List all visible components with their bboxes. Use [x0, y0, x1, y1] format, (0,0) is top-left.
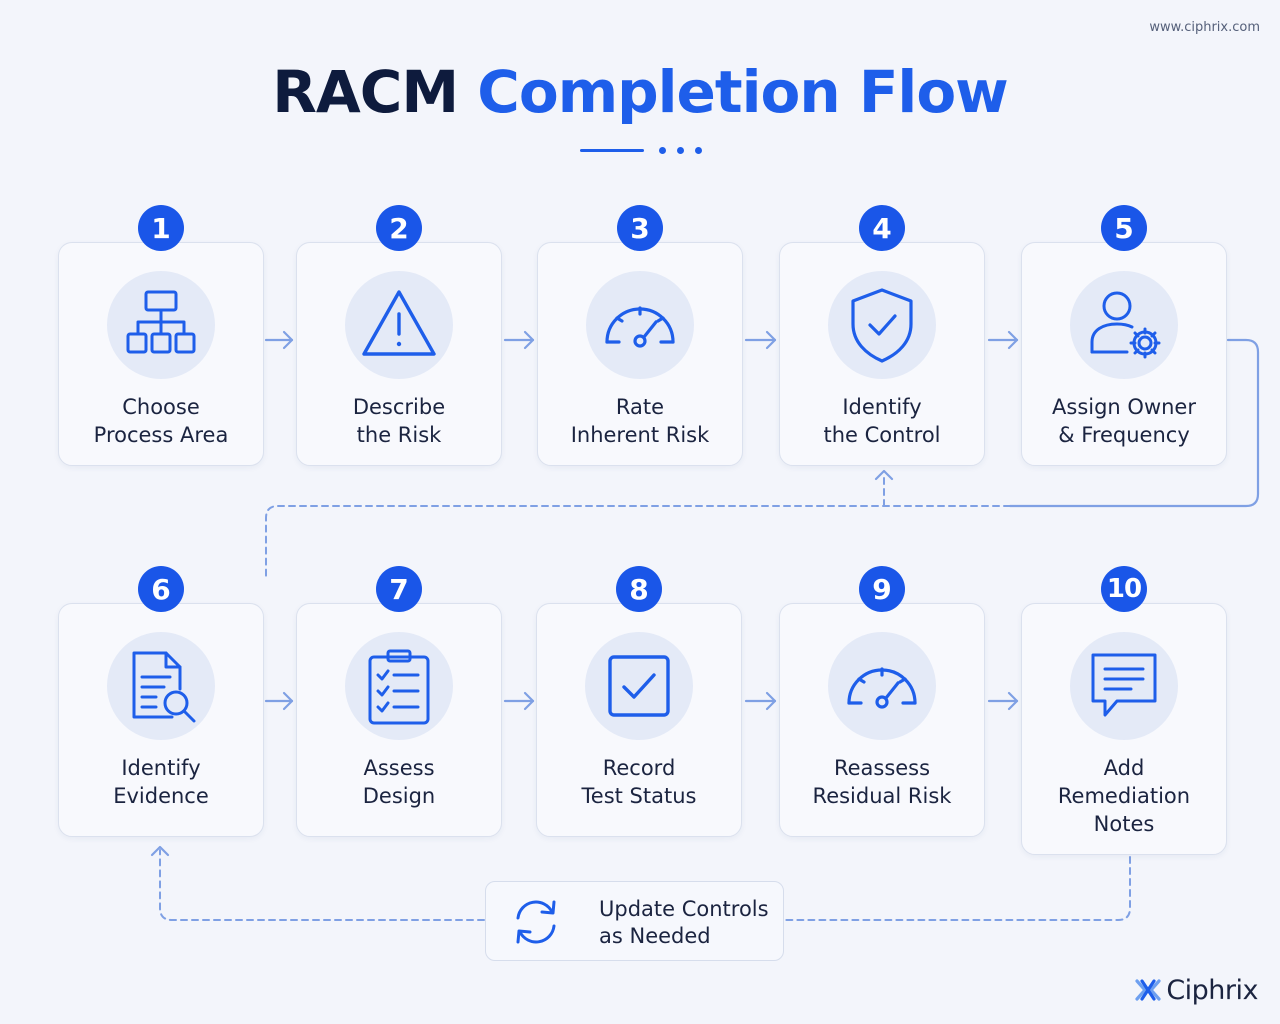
arrow-6-7 — [264, 691, 294, 711]
step-number-badge: 5 — [1101, 205, 1147, 251]
brand-name: Ciphrix — [1166, 974, 1258, 1006]
chat-bubble-icon — [1091, 653, 1157, 717]
step-card-5: 5 Assign Owner& Frequency — [1021, 205, 1227, 466]
arrow-8-9 — [744, 691, 777, 711]
step-number-badge: 8 — [616, 566, 662, 612]
arrowhead-to-step-6 — [150, 845, 170, 857]
connector-update-to-6 — [159, 849, 485, 921]
step-number-badge: 9 — [859, 566, 905, 612]
step-number-badge: 3 — [617, 205, 663, 251]
clipboard-checklist-icon — [368, 649, 430, 725]
title-part-completion-flow: Completion Flow — [477, 58, 1008, 126]
arrow-2-3 — [503, 330, 535, 350]
user-gear-icon — [1090, 291, 1161, 359]
site-url[interactable]: www.ciphrix.com — [1149, 20, 1260, 35]
gauge-icon — [605, 306, 675, 348]
refresh-icon — [516, 900, 556, 944]
step-label: Assign Owner& Frequency — [1052, 395, 1196, 447]
step-number-badge: 2 — [376, 205, 422, 251]
step-number-badge: 7 — [376, 566, 422, 612]
connector-10-to-update — [785, 856, 1131, 921]
arrow-4-5 — [987, 330, 1019, 350]
brand-logo: Ciphrix — [1134, 974, 1258, 1006]
org-chart-icon — [126, 290, 196, 354]
gauge-icon — [847, 667, 917, 709]
document-search-icon — [132, 651, 196, 723]
arrow-1-2 — [264, 330, 294, 350]
arrowhead-to-step-4 — [874, 469, 894, 481]
title-part-racm: RACM — [272, 58, 459, 126]
shield-check-icon — [851, 288, 913, 363]
warning-icon — [362, 290, 436, 356]
arrow-3-4 — [744, 330, 777, 350]
step-number-badge: 10 — [1101, 566, 1147, 612]
step-number-badge: 6 — [138, 566, 184, 612]
step-number-badge: 1 — [138, 205, 184, 251]
ciphrix-logo-icon — [1135, 979, 1161, 1001]
arrow-7-8 — [503, 691, 535, 711]
page-title: RACM Completion Flow — [0, 58, 1280, 126]
arrow-9-10 — [987, 691, 1019, 711]
step-number-badge: 4 — [859, 205, 905, 251]
title-divider — [580, 146, 704, 156]
checkbox-icon — [608, 655, 670, 717]
